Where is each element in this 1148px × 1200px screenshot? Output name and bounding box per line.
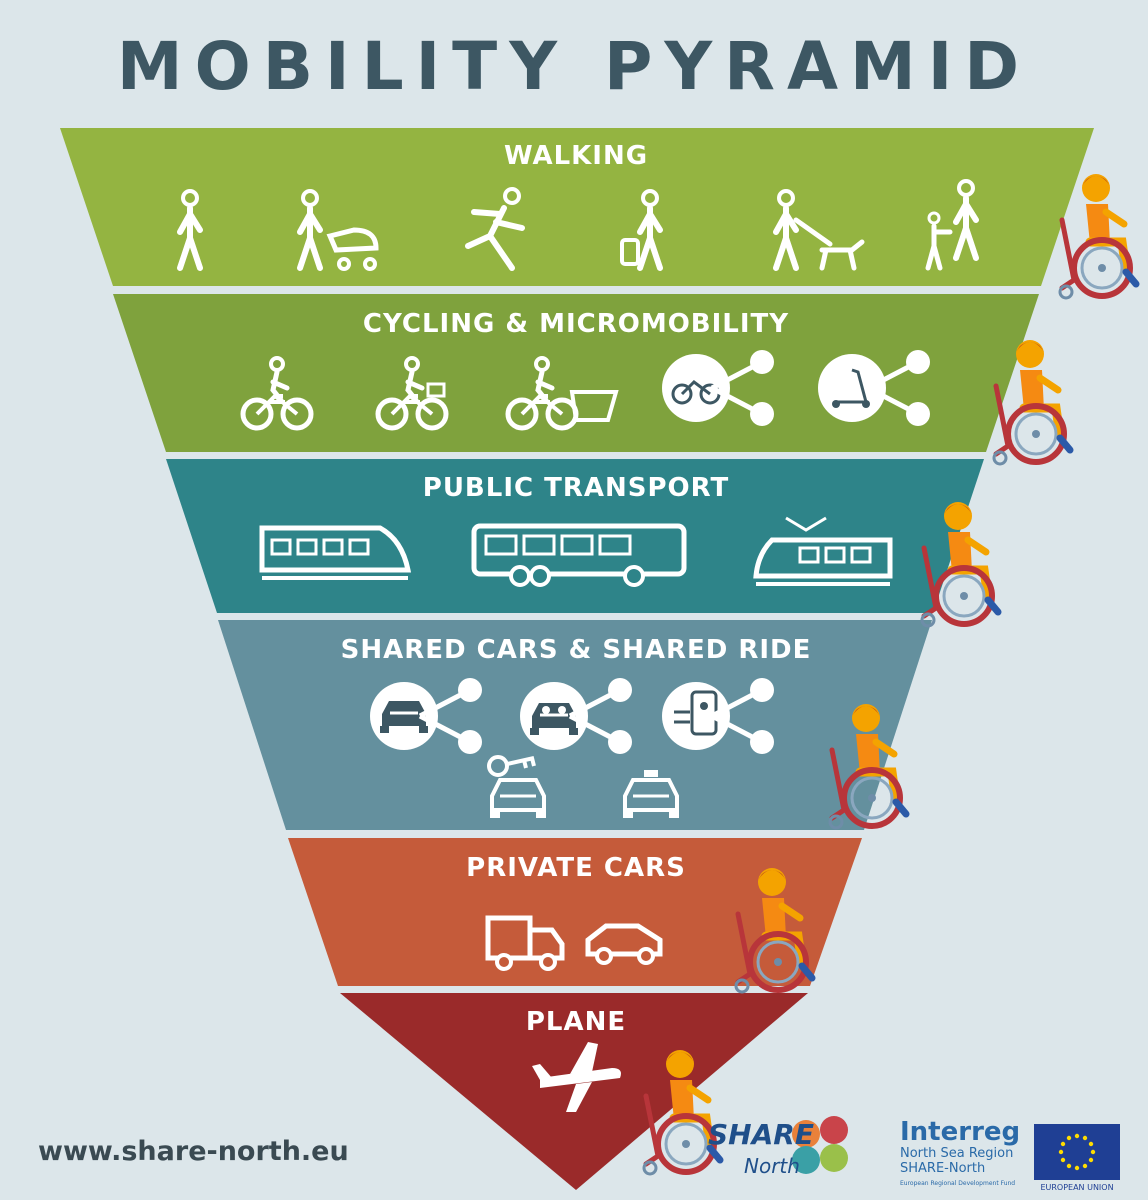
eu-logo: EUROPEAN UNION: [1034, 1124, 1128, 1192]
share-north-logo: [792, 1116, 848, 1174]
tier-cycling: [113, 294, 1039, 452]
interreg-title: Interreg: [900, 1117, 1021, 1147]
ride-app-icon: [662, 678, 774, 754]
interreg-logo: Interreg North Sea Region SHARE-North Eu…: [900, 1118, 1028, 1187]
car-icon: [585, 923, 663, 965]
interreg-project: SHARE-North: [900, 1161, 986, 1176]
eu-flag: [1034, 1124, 1120, 1180]
interreg-fund: European Regional Development Fund: [900, 1180, 1016, 1187]
train-icon: [259, 525, 412, 580]
tier-walking: [60, 128, 1094, 286]
eu-stars-icon: [1058, 1133, 1096, 1171]
share-logo-text: SHARE: [708, 1118, 814, 1151]
person-with-luggage-icon: [620, 191, 660, 268]
shared-car-icon: [370, 678, 482, 754]
taxi-icon: [621, 770, 681, 820]
shared-bike-icon: [662, 350, 774, 426]
tier-public-transport-label: PUBLIC TRANSPORT: [423, 473, 729, 503]
shared-scooter-icon: [818, 350, 930, 426]
interreg-region: North Sea Region: [900, 1146, 1014, 1161]
person-running-icon: [465, 187, 525, 271]
airplane-icon: [532, 1042, 621, 1112]
tier-private-cars-label: PRIVATE CARS: [466, 853, 686, 883]
person-walking-dog-icon: [776, 191, 865, 268]
tier-plane-label: PLANE: [526, 1007, 626, 1037]
tier-cycling-label: CYCLING & MICROMOBILITY: [363, 309, 789, 339]
tier-private-cars: [288, 838, 862, 986]
truck-icon: [485, 915, 565, 971]
bus-icon: [471, 523, 687, 587]
website-url: www.share-north.eu: [38, 1136, 349, 1167]
car-rental-key-icon: [487, 755, 548, 820]
tier-shared-label: SHARED CARS & SHARED RIDE: [341, 635, 812, 665]
eu-label: EUROPEAN UNION: [1040, 1183, 1114, 1192]
share-logo-subtext: North: [744, 1154, 800, 1178]
tram-icon: [753, 516, 893, 586]
cargo-bike-icon: [508, 358, 619, 428]
person-with-stroller-icon: [300, 191, 379, 271]
adult-and-child-icon: [925, 181, 976, 271]
shared-ride-icon: [520, 678, 632, 754]
page-title: MOBILITY PYRAMID: [116, 28, 1032, 105]
tier-walking-label: WALKING: [504, 141, 648, 171]
cyclist-with-basket-icon: [378, 358, 446, 428]
